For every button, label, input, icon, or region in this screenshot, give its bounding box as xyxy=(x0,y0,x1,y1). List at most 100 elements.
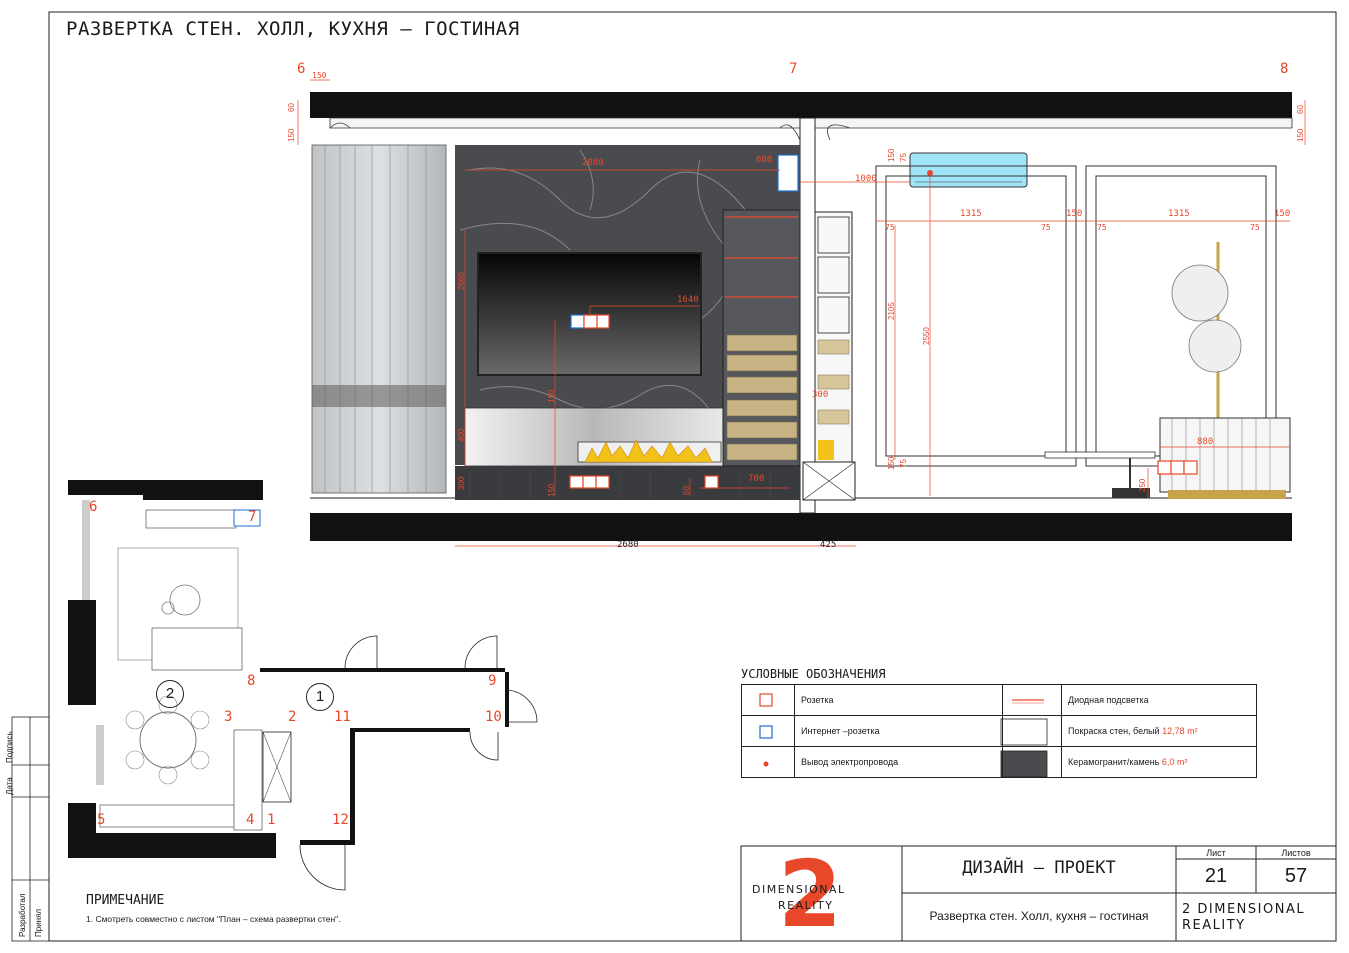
side-accepted: Принял xyxy=(34,908,43,937)
socket-groups xyxy=(569,154,1198,489)
dim-2105: 2105 xyxy=(887,302,896,320)
dim-2660: 2660 xyxy=(457,272,466,290)
dim-250: 250 xyxy=(1138,478,1147,492)
logo-line1: DIMENSIONAL xyxy=(752,883,846,896)
side-cabinet xyxy=(814,211,853,463)
legend-row: Вывод электропровода Керамогранит/камень… xyxy=(741,746,1257,778)
plan-mark-2: 2 xyxy=(288,709,297,725)
note-title: ПРИМЕЧАНИЕ xyxy=(86,893,165,908)
plan-mark-8: 8 xyxy=(247,673,256,689)
dim-75-g: 75 xyxy=(899,459,908,468)
logo-line2: REALITY xyxy=(778,899,834,912)
plan-mark-9: 9 xyxy=(488,673,497,689)
dim-150-c: 150 xyxy=(1274,209,1291,219)
floor-slab xyxy=(310,513,1292,541)
room-number-2: 2 xyxy=(156,680,184,708)
dim-60-r: 60 xyxy=(1296,105,1305,114)
axis-mark-8: 8 xyxy=(1280,61,1289,77)
legend-row: Розетка Диодная подсветка xyxy=(741,684,1257,716)
dim-2550: 2550 xyxy=(922,327,931,345)
sheets-total: 57 xyxy=(1284,865,1308,887)
dim-600: 600 xyxy=(756,155,773,165)
side-signature: Подпись xyxy=(5,731,14,763)
plan-mark-10: 10 xyxy=(485,709,502,725)
ceiling-slab xyxy=(310,92,1292,118)
legend-stone-value: 6,0 m² xyxy=(1161,757,1188,767)
plinth xyxy=(455,466,800,500)
side-date: Дата xyxy=(5,777,14,795)
dim-1640: 1640 xyxy=(677,295,699,305)
dim-75-e: 75 xyxy=(1250,223,1260,232)
logo-digit: 2 xyxy=(778,841,842,948)
dim-700: 700 xyxy=(748,474,765,484)
sheets-label: Листов xyxy=(1281,848,1311,858)
dim-150-l: 150 xyxy=(287,128,296,142)
dim-150-e: 150 xyxy=(887,456,896,470)
dim-1315-a: 1315 xyxy=(960,209,982,219)
dim-60-b: 60 xyxy=(682,486,691,495)
dim-300-b: 300 xyxy=(457,476,466,490)
dim-75-a: 75 xyxy=(899,153,908,162)
legend-paint-value: 12,78 m² xyxy=(1162,726,1198,736)
room-number-1: 1 xyxy=(306,683,334,711)
dim-150-r: 150 xyxy=(1296,128,1305,142)
dim-400: 400 xyxy=(457,428,466,442)
curtain xyxy=(311,144,447,494)
legend-cable-outlet: Вывод электропровода xyxy=(794,746,1003,778)
dim-1315-b: 1315 xyxy=(1168,209,1190,219)
note-text: 1. Смотреть совместно с листом "План – с… xyxy=(86,914,341,924)
plan-mark-3: 3 xyxy=(224,709,233,725)
sheet-title: РАЗВЕРТКА СТЕН. ХОЛЛ, КУХНЯ – ГОСТИНАЯ xyxy=(66,18,520,40)
plan-mark-5: 5 xyxy=(97,812,106,828)
dim-150-a: 150 xyxy=(887,148,896,162)
plan-mark-12: 12 xyxy=(332,812,349,828)
legend-row: Интернет –розетка Покраска стен, белый 1… xyxy=(741,715,1257,747)
dim-2680: 2680 xyxy=(617,540,639,550)
plan-mark-1: 1 xyxy=(267,812,276,828)
dim-75-c: 75 xyxy=(1041,223,1051,232)
axis-mark-6: 6 xyxy=(297,61,306,77)
plan-mark-7: 7 xyxy=(248,509,257,525)
dim-150-d: 150 xyxy=(547,389,556,403)
sheet-name: Развертка стен. Холл, кухня – гостиная xyxy=(929,909,1149,923)
plan-mark-4: 4 xyxy=(246,812,255,828)
sofa xyxy=(1159,417,1291,493)
dim-75-d: 75 xyxy=(1097,223,1107,232)
dim-150-b: 150 xyxy=(1066,209,1083,219)
legend-table: Розетка Диодная подсветка Интернет –розе… xyxy=(741,684,1257,778)
side-stamp xyxy=(11,716,50,942)
dim-150-top: 150 xyxy=(312,71,327,80)
brand-line1: 2 DIMENSIONAL xyxy=(1182,902,1306,917)
wall-elevation xyxy=(297,79,1306,547)
dim-880: 880 xyxy=(1197,437,1214,447)
plan-mark-6: 6 xyxy=(89,499,98,515)
legend-led: Диодная подсветка xyxy=(1068,695,1149,705)
tv-panel xyxy=(477,252,702,376)
legend-socket: Розетка xyxy=(794,684,1003,716)
dim-425: 425 xyxy=(820,540,837,550)
project-title: ДИЗАЙН – ПРОЕКТ xyxy=(962,858,1116,878)
brand-line2: REALITY xyxy=(1182,918,1246,933)
legend-internet-socket: Интернет –розетка xyxy=(794,715,1003,747)
plan-mark-11: 11 xyxy=(334,709,351,725)
dim-60-l: 60 xyxy=(287,103,296,112)
dim-300: 300 xyxy=(812,390,829,400)
axis-mark-7: 7 xyxy=(789,61,798,77)
floor-plan xyxy=(68,480,538,891)
sheet-label: Лист xyxy=(1206,848,1226,858)
column xyxy=(799,117,816,514)
sheet-frame xyxy=(48,11,1337,942)
dim-150-f: 150 xyxy=(547,483,556,497)
dim-2080: 2080 xyxy=(582,158,604,168)
legend-paint: Покраска стен, белый xyxy=(1068,726,1163,736)
legend-stone: Керамогранит/камень xyxy=(1068,757,1162,767)
sheet-number: 21 xyxy=(1204,865,1228,887)
side-developed: Разработал xyxy=(18,893,27,937)
air-conditioner xyxy=(909,152,1028,188)
legend-title: УСЛОВНЫЕ ОБОЗНАЧЕНИЯ xyxy=(741,667,886,681)
dimension-lines xyxy=(297,79,1306,547)
title-block xyxy=(740,845,1337,942)
dim-75-b: 75 xyxy=(885,223,895,232)
